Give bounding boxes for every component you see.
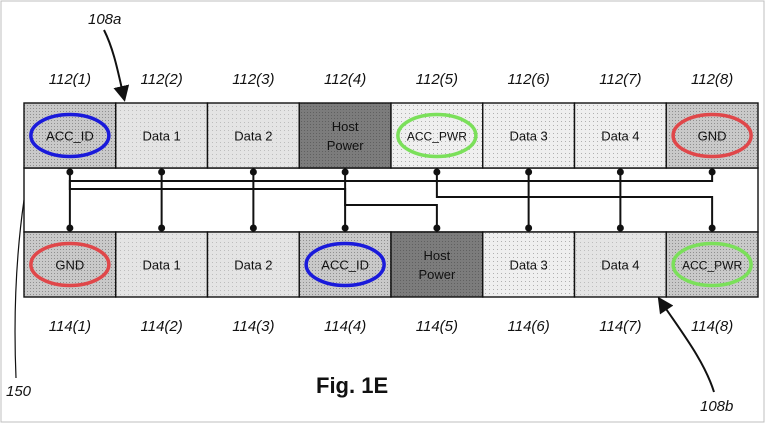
wire-7-to-7-top-node (616, 168, 624, 176)
top-pin-3-label: Data 2 (234, 129, 272, 144)
top-ref-8: 112(8) (691, 71, 733, 88)
ref-108b-arrow (657, 296, 715, 393)
wire-8-to-1-bottom-node (66, 224, 74, 232)
bottom-pin-1: GND (23, 231, 117, 298)
wires-group (66, 168, 716, 232)
top-pin-2-label: Data 1 (142, 129, 180, 144)
bottom-pin-8: ACC_PWR (665, 231, 759, 298)
ref-150-leader (14, 199, 25, 379)
bottom-reference-labels: 114(1) 114(2) 114(3) 114(4) 114(5) 114(6) 114(… (49, 318, 734, 335)
top-pin-6: Data 3 (482, 102, 576, 169)
bottom-ref-2: 114(2) (141, 318, 183, 335)
bottom-pin-5-label: Host (424, 248, 451, 263)
bottom-ref-3: 114(3) (232, 318, 274, 335)
bottom-pin-7: Data 4 (573, 231, 667, 298)
bottom-pin-2-cell (115, 231, 209, 298)
bottom-pin-4-label: ACC_ID (321, 258, 369, 273)
wiring-area (23, 167, 759, 233)
wire-2-to-2-top-node (158, 168, 166, 176)
bottom-pin-6-label: Data 3 (509, 258, 547, 273)
bottom-pin-2-label: Data 1 (142, 258, 180, 273)
wire-4-to-5-top-node (341, 168, 349, 176)
top-pin-4-cell (298, 102, 392, 169)
wire-8-to-1-top-node (708, 168, 716, 176)
top-pin-5: ACC_PWR (390, 102, 484, 169)
bottom-pin-3-cell (206, 231, 300, 298)
bottom-ref-7: 114(7) (599, 318, 641, 335)
bottom-pin-4: ACC_ID (298, 231, 392, 298)
top-pin-7-cell (573, 102, 667, 169)
wire-1-to-4-bottom-node (341, 224, 349, 232)
figure-title: Fig. 1E (316, 373, 388, 398)
wire-6-to-6-bottom-node (525, 224, 533, 232)
ref-108a-arrow (103, 29, 130, 102)
bottom-pin-4-blue-ring (304, 241, 386, 288)
wire-2-to-2-bottom-node (158, 224, 166, 232)
top-reference-labels: 112(1) 112(2) 112(3) 112(4) 112(5) 112(6) 112(… (49, 71, 734, 88)
wire-3-to-3-bottom-node (249, 224, 257, 232)
wire-1-to-4-top-node (66, 168, 74, 176)
bottom-pin-5-cell (390, 231, 484, 298)
ref-150: 150 (6, 383, 32, 400)
top-pin-8: GND (665, 102, 759, 169)
top-pin-4-label: Power (327, 138, 365, 153)
top-pin-4-label: Host (332, 119, 359, 134)
top-ref-7: 112(7) (599, 71, 641, 88)
top-pin-1-label: ACC_ID (46, 129, 94, 144)
bottom-pin-8-green-ring (671, 241, 753, 288)
top-ref-6: 112(6) (508, 71, 550, 88)
bottom-pin-7-label: Data 4 (601, 258, 639, 273)
top-pin-8-label: GND (698, 129, 727, 144)
top-pin-2-cell (115, 102, 209, 169)
wire-5-to-8 (435, 168, 714, 232)
bottom-ref-8: 114(8) (691, 318, 733, 335)
wire-4-to-5-bottom-node (433, 224, 441, 232)
bottom-pin-2: Data 1 (115, 231, 209, 298)
wire-5-to-8-bottom-node (708, 224, 716, 232)
wire-3-to-3-top-node (249, 168, 257, 176)
ref-108a: 108a (88, 11, 121, 28)
bottom-pin-8-label: ACC_PWR (682, 259, 742, 273)
top-pin-1-blue-ring (29, 112, 111, 159)
bottom-pin-1-label: GND (55, 258, 84, 273)
bottom-pin-6: Data 3 (482, 231, 576, 298)
top-ref-1: 112(1) (49, 71, 91, 88)
bottom-ref-4: 114(4) (324, 318, 366, 335)
top-ref-4: 112(4) (324, 71, 366, 88)
top-pin-2: Data 1 (115, 102, 209, 169)
bottom-pin-1-red-ring (29, 241, 111, 288)
wire-4-to-5 (344, 168, 438, 232)
top-pin-7: Data 4 (573, 102, 667, 169)
top-ref-2: 112(2) (141, 71, 183, 88)
bottom-ref-5: 114(5) (416, 318, 458, 335)
ref-108b: 108b (700, 398, 733, 415)
bottom-pin-6-cell (482, 231, 576, 298)
bottom-pin-3: Data 2 (206, 231, 300, 298)
wire-6-to-6-top-node (525, 168, 533, 176)
top-pin-5-green-ring (396, 112, 478, 159)
top-pin-3: Data 2 (206, 102, 300, 169)
bottom-ref-1: 114(1) (49, 318, 91, 335)
top-ref-3: 112(3) (232, 71, 274, 88)
top-pin-7-label: Data 4 (601, 129, 639, 144)
top-ref-5: 112(5) (416, 71, 458, 88)
wire-7-to-7-bottom-node (616, 224, 624, 232)
bottom-pin-3-label: Data 2 (234, 258, 272, 273)
wire-1-to-4 (68, 168, 347, 232)
top-pin-8-red-ring (671, 112, 753, 159)
top-pin-6-cell (482, 102, 576, 169)
bottom-ref-6: 114(6) (508, 318, 550, 335)
top-pin-1: ACC_ID (23, 102, 117, 169)
top-pin-5-label: ACC_PWR (407, 130, 467, 144)
bottom-pin-5-label: Power (418, 267, 456, 282)
top-pin-6-label: Data 3 (509, 129, 547, 144)
wire-5-to-8-top-node (433, 168, 441, 176)
